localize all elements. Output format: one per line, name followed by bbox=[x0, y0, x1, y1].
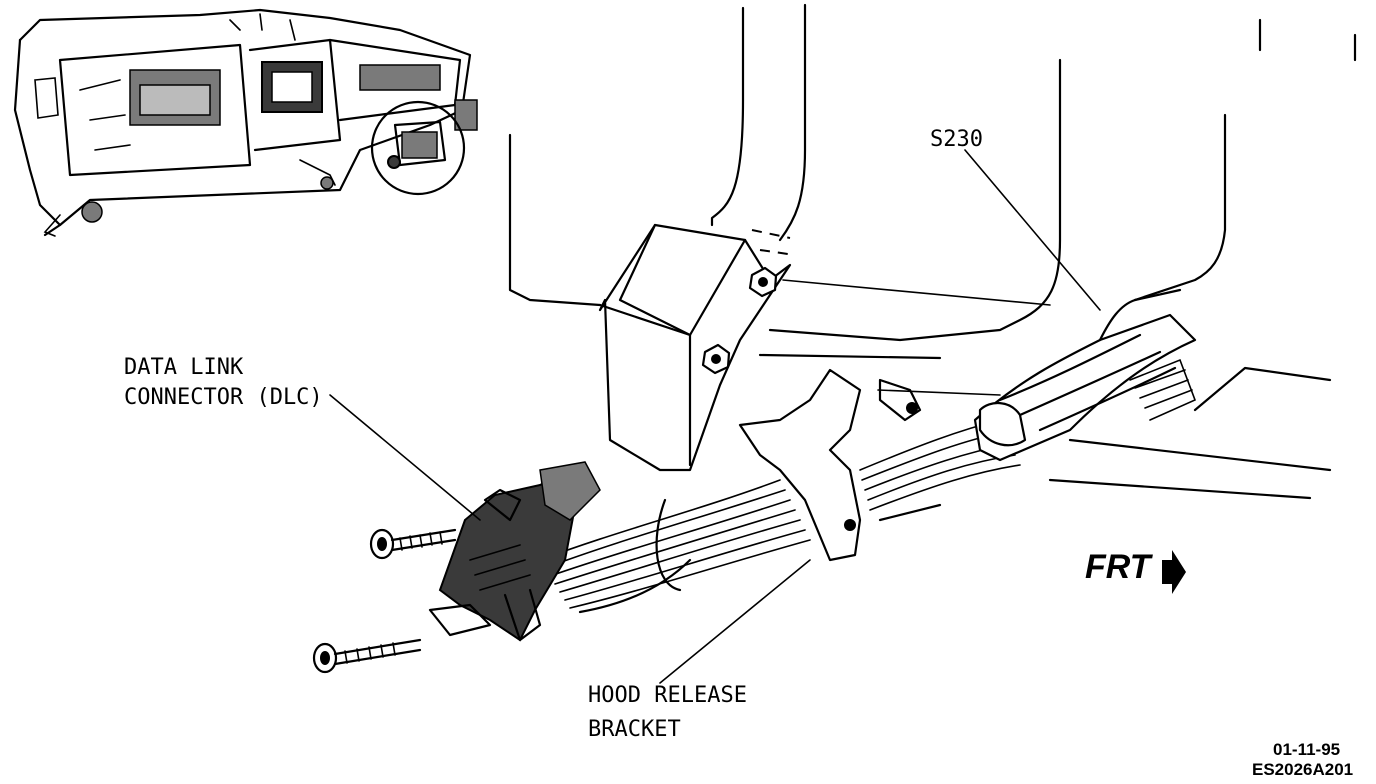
instrument-panel-overview bbox=[13, 8, 478, 237]
dlc-location-callout bbox=[370, 100, 466, 196]
body-panel bbox=[508, 3, 1357, 522]
wiring-harness bbox=[539, 298, 1197, 614]
front-direction-indicator: FRT bbox=[1085, 548, 1186, 594]
front-label: FRT bbox=[1085, 548, 1154, 586]
bolt-icon bbox=[369, 528, 457, 560]
right-arrow-icon bbox=[1162, 550, 1186, 594]
hood-release-label-line1: HOOD RELEASE bbox=[588, 683, 747, 708]
mounting-bracket bbox=[598, 223, 796, 472]
splice-label: S230 bbox=[930, 127, 983, 152]
hood-bracket-leader-line bbox=[659, 559, 811, 684]
dlc-label-line1: DATA LINK bbox=[124, 355, 244, 380]
hood-release-label-line2: BRACKET bbox=[588, 717, 681, 742]
figure-code: ES2026A201 bbox=[1252, 760, 1353, 779]
data-link-connector bbox=[428, 461, 601, 642]
s230-leader-line bbox=[964, 149, 1101, 311]
dlc-leader-line bbox=[329, 394, 481, 521]
nut-lower bbox=[701, 343, 731, 375]
diagram-date: 01-11-95 bbox=[1273, 740, 1340, 759]
bolt-icon bbox=[312, 638, 422, 674]
dlc-label-line2: CONNECTOR (DLC) bbox=[124, 385, 323, 410]
nut-upper bbox=[748, 266, 778, 298]
hood-release-bracket bbox=[738, 368, 922, 562]
